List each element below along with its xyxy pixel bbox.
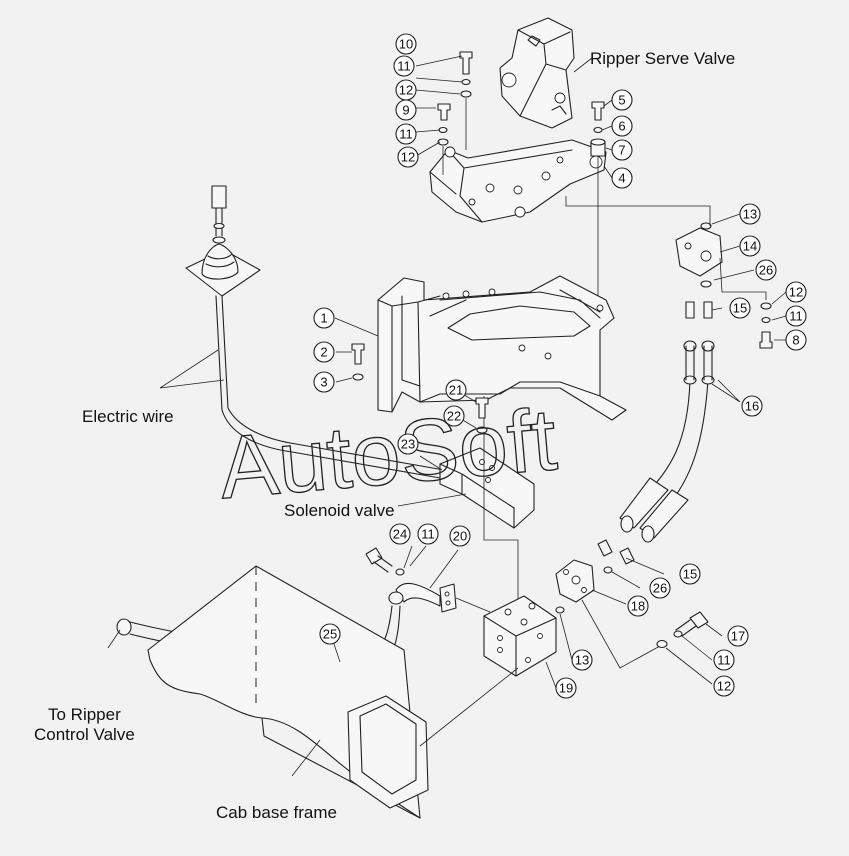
svg-text:16: 16	[745, 399, 759, 414]
hose-flange-upper	[565, 196, 767, 319]
callout-12: 12	[785, 281, 807, 303]
svg-text:2: 2	[320, 345, 327, 360]
svg-text:7: 7	[618, 143, 625, 158]
electric-wire	[159, 349, 445, 479]
svg-text:11: 11	[399, 127, 413, 142]
callout-23: 23	[397, 433, 419, 455]
svg-text:18: 18	[631, 599, 645, 614]
svg-text:12: 12	[401, 150, 415, 165]
callout-11: 11	[395, 123, 417, 145]
callout-24: 24	[389, 523, 411, 545]
callout-26: 26	[649, 577, 671, 599]
callout-12: 12	[397, 146, 419, 168]
callout-13: 13	[739, 203, 761, 225]
callout-8: 8	[785, 329, 807, 351]
bracket-hardware	[437, 51, 606, 300]
hose-flange-lower	[555, 539, 661, 669]
valve-mounting-bracket	[429, 139, 607, 223]
svg-text:23: 23	[401, 437, 415, 452]
callout-13: 13	[571, 649, 593, 671]
callout-20: 20	[449, 525, 471, 547]
svg-text:15: 15	[683, 567, 697, 582]
svg-text:8: 8	[792, 333, 799, 348]
svg-text:11: 11	[397, 59, 411, 74]
callout-22: 22	[443, 405, 465, 427]
lever-mounting-frame	[377, 275, 627, 421]
svg-text:12: 12	[717, 679, 731, 694]
label-electric-wire: Electric wire	[82, 407, 174, 426]
svg-text:17: 17	[731, 629, 745, 644]
callout-1: 1	[313, 307, 335, 329]
svg-text:3: 3	[320, 375, 327, 390]
callout-2: 2	[313, 341, 335, 363]
callout-14: 14	[739, 235, 761, 257]
svg-text:9: 9	[402, 103, 409, 118]
svg-text:11: 11	[421, 527, 435, 542]
control-lever	[185, 185, 261, 411]
svg-text:4: 4	[618, 171, 625, 186]
svg-text:21: 21	[449, 383, 463, 398]
svg-text:12: 12	[789, 285, 803, 300]
svg-text:6: 6	[618, 119, 625, 134]
label-to-ripper-control-valve-line1: To Ripper	[48, 705, 121, 724]
svg-text:25: 25	[323, 627, 337, 642]
svg-text:24: 24	[393, 527, 407, 542]
label-ripper-servo-valve: Ripper Serve Valve	[590, 49, 735, 68]
ripper-servo-valve	[499, 17, 575, 129]
svg-text:13: 13	[743, 207, 757, 222]
flange-bolt-right	[759, 302, 773, 349]
callout-15: 15	[679, 563, 701, 585]
callout-15: 15	[729, 297, 751, 319]
svg-text:12: 12	[399, 83, 413, 98]
svg-text:14: 14	[743, 239, 757, 254]
valve-block	[483, 595, 557, 677]
svg-text:11: 11	[789, 309, 803, 324]
solenoid-bolt	[475, 397, 489, 434]
svg-text:22: 22	[447, 409, 461, 424]
callout-5: 5	[611, 89, 633, 111]
svg-text:13: 13	[575, 653, 589, 668]
elbow-fitting	[395, 582, 491, 613]
label-to-ripper-control-valve-line2: Control Valve	[34, 725, 135, 744]
label-cab-base-frame: Cab base frame	[216, 803, 337, 822]
svg-text:10: 10	[399, 37, 413, 52]
callout-3: 3	[313, 371, 335, 393]
callout-21: 21	[445, 379, 467, 401]
flange-bolt-lower	[656, 611, 709, 649]
callout-9: 9	[395, 99, 417, 121]
svg-text:5: 5	[618, 93, 625, 108]
callout-17: 17	[727, 625, 749, 647]
svg-text:26: 26	[759, 263, 773, 278]
callout-12: 12	[713, 675, 735, 697]
svg-text:19: 19	[559, 681, 573, 696]
svg-text:26: 26	[653, 581, 667, 596]
callout-12: 12	[395, 79, 417, 101]
solenoid-valve-block	[439, 396, 535, 600]
cab-base-frame	[147, 565, 519, 819]
callout-18: 18	[627, 595, 649, 617]
callout-11: 11	[417, 523, 439, 545]
callout-19: 19	[555, 677, 577, 699]
svg-text:20: 20	[453, 529, 467, 544]
callout-6: 6	[611, 115, 633, 137]
svg-text:11: 11	[717, 653, 731, 668]
callout-25: 25	[319, 623, 341, 645]
callout-11: 11	[393, 55, 415, 77]
hose-assembly	[619, 340, 715, 543]
svg-text:1: 1	[320, 311, 327, 326]
frame-bolt	[351, 343, 365, 381]
label-solenoid-valve: Solenoid valve	[284, 501, 395, 520]
callout-11: 11	[713, 649, 735, 671]
callout-16: 16	[741, 395, 763, 417]
elbow-bolt	[365, 547, 405, 576]
callout-7: 7	[611, 139, 633, 161]
callout-10: 10	[395, 33, 417, 55]
callout-4: 4	[611, 167, 633, 189]
callout-11: 11	[785, 305, 807, 327]
callout-26: 26	[755, 259, 777, 281]
svg-text:15: 15	[733, 301, 747, 316]
